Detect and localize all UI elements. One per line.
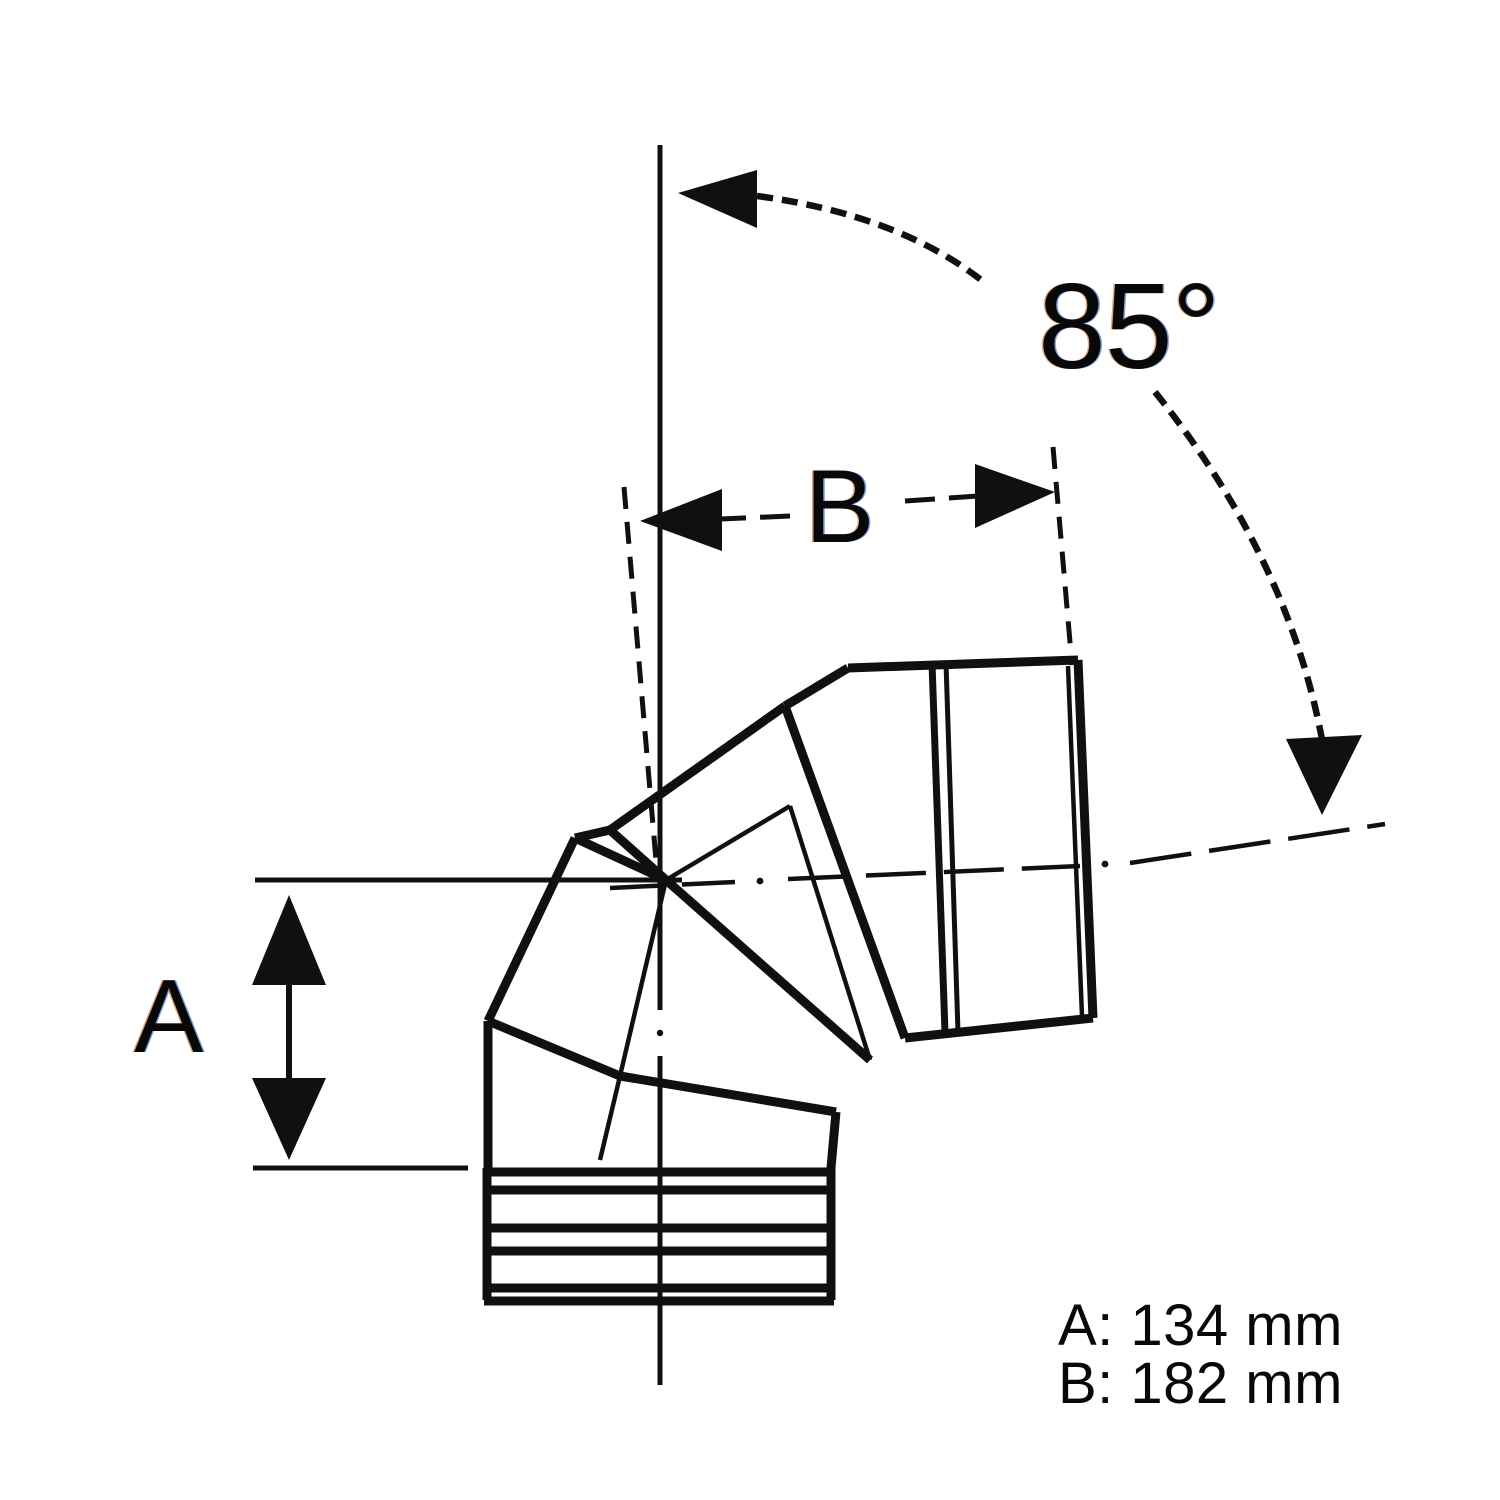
segment2-outer-left	[483, 836, 580, 1023]
b-arrow-head-right	[975, 464, 1055, 528]
angle-arrow-head-down	[1286, 735, 1362, 815]
inner-seam-4	[597, 1075, 623, 1161]
socket-top-edge	[847, 655, 1079, 673]
elbow-body	[482, 655, 1098, 1306]
segment1-top-edge-right	[619, 1071, 837, 1117]
dimension-b-label: B	[805, 449, 875, 565]
angle-arc-upper	[756, 192, 988, 286]
segment2-mitre-a	[573, 833, 668, 885]
segment2-mitre-b	[663, 876, 873, 1064]
socket-bottom-edge	[904, 1013, 1094, 1043]
inner-seam-2	[787, 805, 873, 1061]
inner-seam-1	[664, 804, 792, 882]
tilted-centerline-dot-2	[1101, 860, 1109, 868]
socket-joint-line-inner	[943, 662, 961, 1033]
angle-arc-group	[678, 170, 1362, 815]
b-extension-line-left	[621, 486, 660, 873]
segment1-top-edge	[486, 1016, 622, 1081]
socket-joint-line-outer	[928, 662, 949, 1033]
tilted-centerline-seg2	[787, 863, 1081, 882]
dimension-a-group	[252, 877, 682, 1171]
socket-right-edge	[1073, 659, 1098, 1019]
tilted-centerline-seg1	[609, 879, 736, 891]
segment3-notch	[573, 825, 612, 843]
legend-line-a: A: 134 mm	[1058, 1293, 1343, 1358]
socket-inner-wall	[1065, 665, 1085, 1017]
leg-right-wall	[826, 1111, 841, 1169]
angle-label: 85°	[1038, 258, 1220, 394]
a-arrow-head-up	[252, 895, 326, 985]
bottom-spigot	[482, 1167, 836, 1306]
dimension-a-label: A	[134, 959, 204, 1075]
tilted-centerline-seg3	[1129, 821, 1386, 866]
tilted-centerline-dot-1	[756, 877, 764, 885]
segment4-mitre-down	[780, 704, 910, 1040]
b-arrow-head-left	[640, 489, 722, 551]
segment3-outer	[607, 702, 788, 834]
b-extension-line-right	[1050, 446, 1075, 666]
centerlines	[609, 145, 1386, 1385]
dimension-b-group	[621, 446, 1075, 873]
inner-seam-3	[617, 879, 669, 1077]
angle-arc-lower	[1152, 389, 1327, 746]
segment4-top-left	[782, 664, 851, 710]
vertical-centerline-dot	[656, 1029, 664, 1037]
a-arrow-head-down	[252, 1078, 326, 1160]
segment3-mitre	[607, 826, 669, 884]
b-dimension-line-right	[904, 493, 979, 504]
legend-line-b: B: 182 mm	[1058, 1351, 1343, 1416]
angle-arrow-head-left	[678, 170, 757, 228]
outlet-socket	[847, 655, 1098, 1043]
b-dimension-line-left	[719, 513, 791, 522]
